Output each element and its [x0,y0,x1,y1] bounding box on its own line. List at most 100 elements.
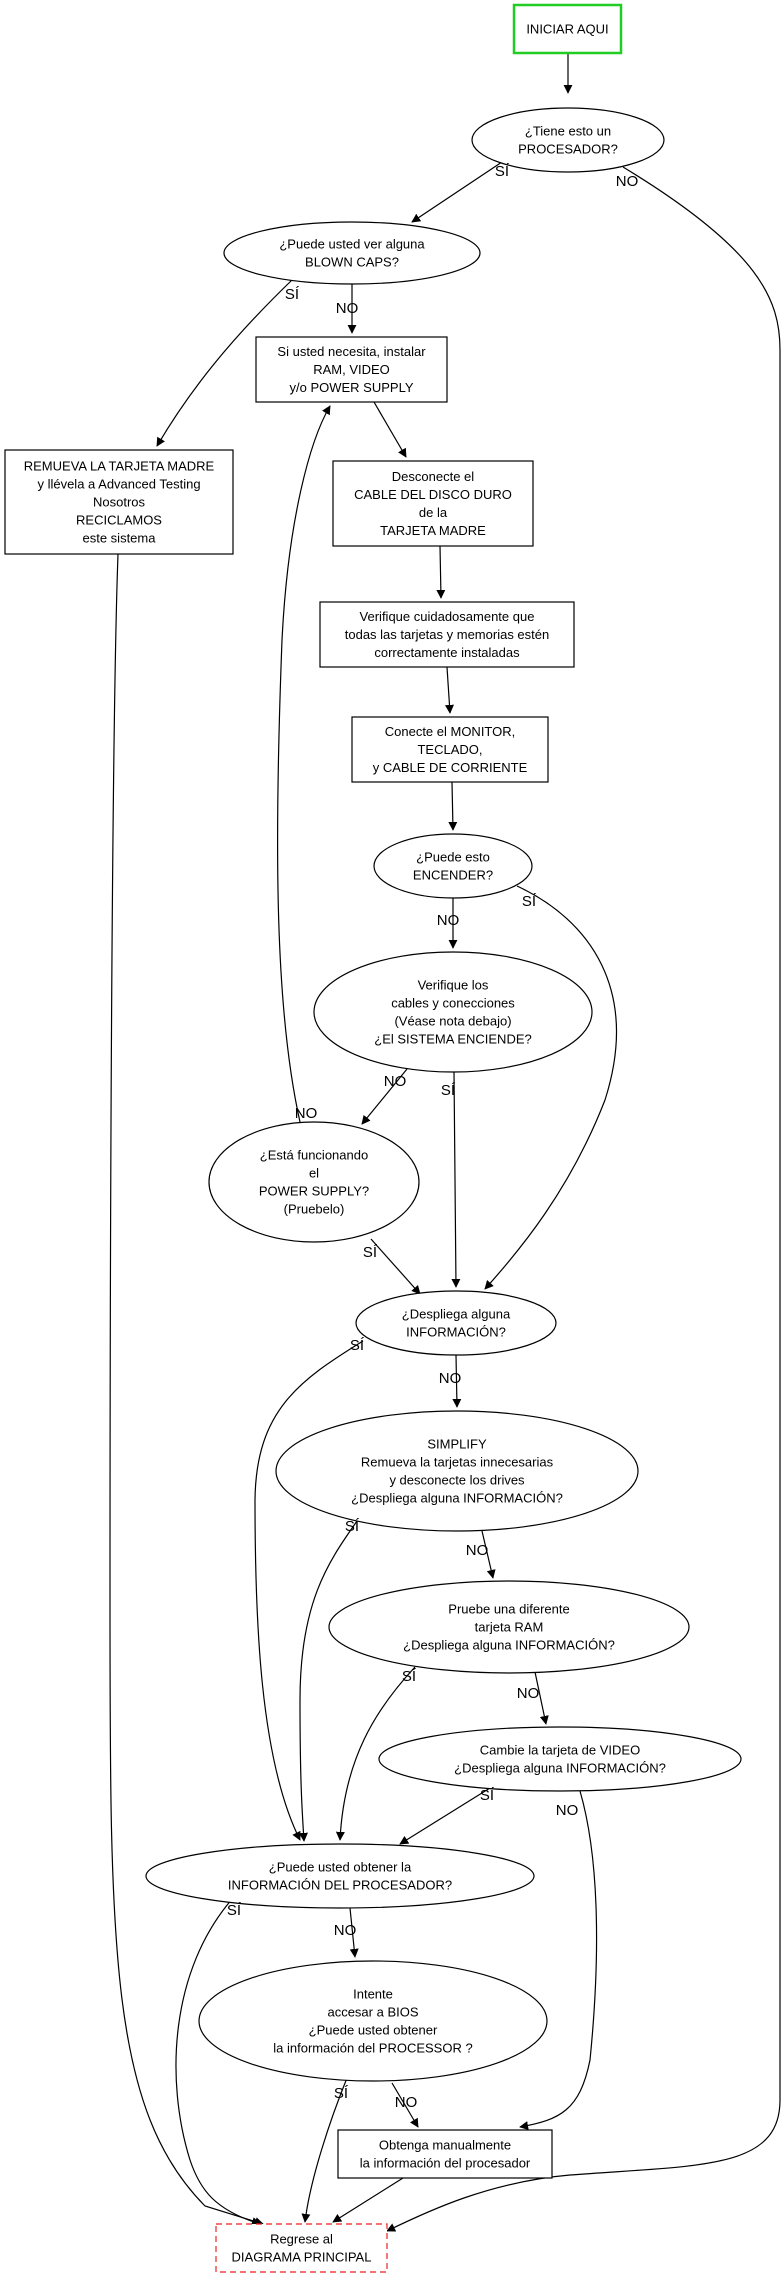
edge-label-q-blown-caps-no: NO [336,300,359,317]
node-connect-monitor-box [351,716,549,783]
node-disconnect-disk-box [332,460,534,547]
node-q-processor-line-1: ¿Tiene esto un [525,124,611,139]
edge-try-ram-to-q-processor-info [335,1666,416,1841]
edge-label-q-power-supply-no: NO [295,1105,318,1122]
edge-disconnect-disk-to-verify-cards [436,545,446,599]
node-try-ram-line-2: tarjeta RAM [475,1620,544,1635]
edge-label-q-power-supply-si: SÍ [363,1244,378,1261]
node-q-power-supply-line-4: (Pruebelo) [284,1202,345,1217]
node-q-processor: ¿Tiene esto un PROCESADOR? [471,107,665,173]
node-start-box [512,3,623,55]
node-simplify-line-4: ¿Despliega alguna INFORMACIÓN? [351,1491,563,1506]
edge-label-change-video-no: NO [556,1802,579,1819]
edge-label-change-video-si: SÍ [480,1787,495,1804]
node-change-video-line-2: ¿Despliega alguna INFORMACIÓN? [454,1761,666,1776]
node-verify-cards: Verifique cuidadosamente que todas las ta… [319,601,575,668]
node-connect-monitor-line-2: TECLADO, [417,742,482,757]
node-verify-cables-line-1: Verifique los [418,978,489,993]
node-change-video-shape [378,1726,742,1792]
node-disconnect-disk-line-3: de la [419,505,448,520]
edge-q-processor-to-q-blown-caps [411,157,509,223]
node-connect-monitor-line-3: y CABLE DE CORRIENTE [373,760,528,775]
edge-q-power-supply-to-q-display-info [370,1238,421,1295]
edge-verify-cards-to-connect-monitor [444,666,454,714]
node-remove-motherboard-line-5: este sistema [83,531,157,546]
node-verify-cards-line-2: todas las tarjetas y memorias estén [345,627,549,642]
node-try-ram-line-1: Pruebe una diferente [448,1602,569,1617]
node-verify-cards-box [319,601,575,668]
edge-label-verify-cables-si: SÍ [441,1082,456,1099]
node-start: INICIAR AQUI [512,3,623,55]
node-install-parts-line-1: Si usted necesita, instalar [277,344,426,359]
node-disconnect-disk-line-4: TARJETA MADRE [380,523,486,538]
edge-label-q-processor-info-si: SÍ [227,1902,242,1919]
edge-label-simplify-si: SÍ [345,1518,360,1535]
node-q-power-on-line-2: ENCENDER? [413,868,493,883]
edge-label-q-processor-info-no: NO [334,1922,357,1939]
node-q-blown-caps-shape [223,221,481,285]
node-try-bios-line-4: la información del PROCESSOR ? [273,2041,472,2056]
node-connect-monitor: Conecte el MONITOR,TECLADO,y CABLE DE CO… [351,716,549,783]
node-return-main-line-2: DIAGRAMA PRINCIPAL [232,2250,372,2265]
edge-label-verify-cables-no: NO [384,1073,407,1090]
node-q-display-info-shape [355,1290,557,1356]
node-try-bios-line-1: Intente [353,1987,393,2002]
edge-q-power-supply-to-install-parts [276,405,331,1123]
node-simplify-line-2: Remueva la tarjetas innecesarias [361,1455,554,1470]
edge-label-try-ram-si: SÍ [402,1668,417,1685]
node-remove-motherboard-line-2: y llévela a Advanced Testing [37,477,200,492]
edge-change-video-to-q-processor-info [399,1787,491,1845]
node-q-processor-info-line-1: ¿Puede usted obtener la [269,1860,412,1875]
edge-label-q-blown-caps-si: SÍ [285,286,300,303]
node-install-parts-line-2: RAM, VIDEO [313,362,390,377]
node-disconnect-disk-line-2: CABLE DEL DISCO DURO [354,487,512,502]
node-q-power-on-line-1: ¿Puede esto [416,850,490,865]
edge-label-try-ram-no: NO [517,1685,540,1702]
node-q-blown-caps-line-2: BLOWN CAPS? [305,255,399,270]
edge-verify-cables-to-q-display-info [451,1071,461,1288]
node-verify-cables-line-3: (Véase nota debajo) [394,1014,511,1029]
node-q-power-supply-line-3: POWER SUPPLY? [259,1184,369,1199]
node-install-parts-box [255,336,448,403]
edge-try-bios-to-manual-info [391,2082,419,2128]
node-q-power-supply-line-1: ¿Está funcionando [260,1148,368,1163]
edge-q-processor-info-to-try-bios [349,1907,359,1958]
edge-install-parts-to-disconnect-disk [373,401,407,458]
node-try-bios-line-3: ¿Puede usted obtener [309,2023,438,2038]
node-change-video: Cambie la tarjeta de VIDEO ¿Despliega alg… [378,1726,742,1792]
node-verify-cards-line-3: correctamente instaladas [374,645,520,660]
edge-change-video-to-manual-info [519,1790,598,2131]
node-q-power-supply-line-2: el [309,1166,319,1181]
edge-q-power-on-to-q-display-info [484,885,617,1290]
edge-label-q-power-on-si: SÍ [522,893,537,910]
edge-label-simplify-no: NO [466,1542,489,1559]
node-q-processor-shape [471,107,665,173]
node-q-processor-info: ¿Puede usted obtener la INFORMACIÓN DEL P… [145,1843,535,1909]
node-try-ram-shape [328,1580,690,1674]
edge-try-bios-to-return-main [301,2077,348,2223]
edge-q-processor-to-return-main [386,166,781,2232]
node-verify-cables: Verifique los cables y conecciones (Véase … [313,951,593,1073]
node-q-processor-line-2: PROCESADOR? [518,142,618,157]
edge-q-display-info-to-q-processor-info [254,1340,364,1841]
node-remove-motherboard-box [4,449,234,555]
node-verify-cards-line-1: Verifique cuidadosamente que [360,609,535,624]
node-remove-motherboard-line-3: Nosotros [93,495,146,510]
node-return-main-box [215,2223,388,2273]
node-remove-motherboard-line-4: RECICLAMOS [76,513,162,528]
node-change-video-line-1: Cambie la tarjeta de VIDEO [480,1743,640,1758]
edge-label-q-processor-si: SÍ [495,163,510,180]
node-verify-cables-line-2: cables y conecciones [391,996,515,1011]
edge-try-ram-to-change-video [534,1671,549,1725]
node-q-processor-info-line-2: INFORMACIÓN DEL PROCESADOR? [228,1878,452,1893]
node-disconnect-disk-line-1: Desconecte el [392,469,474,484]
edge-manual-info-to-return-main [332,2177,404,2223]
